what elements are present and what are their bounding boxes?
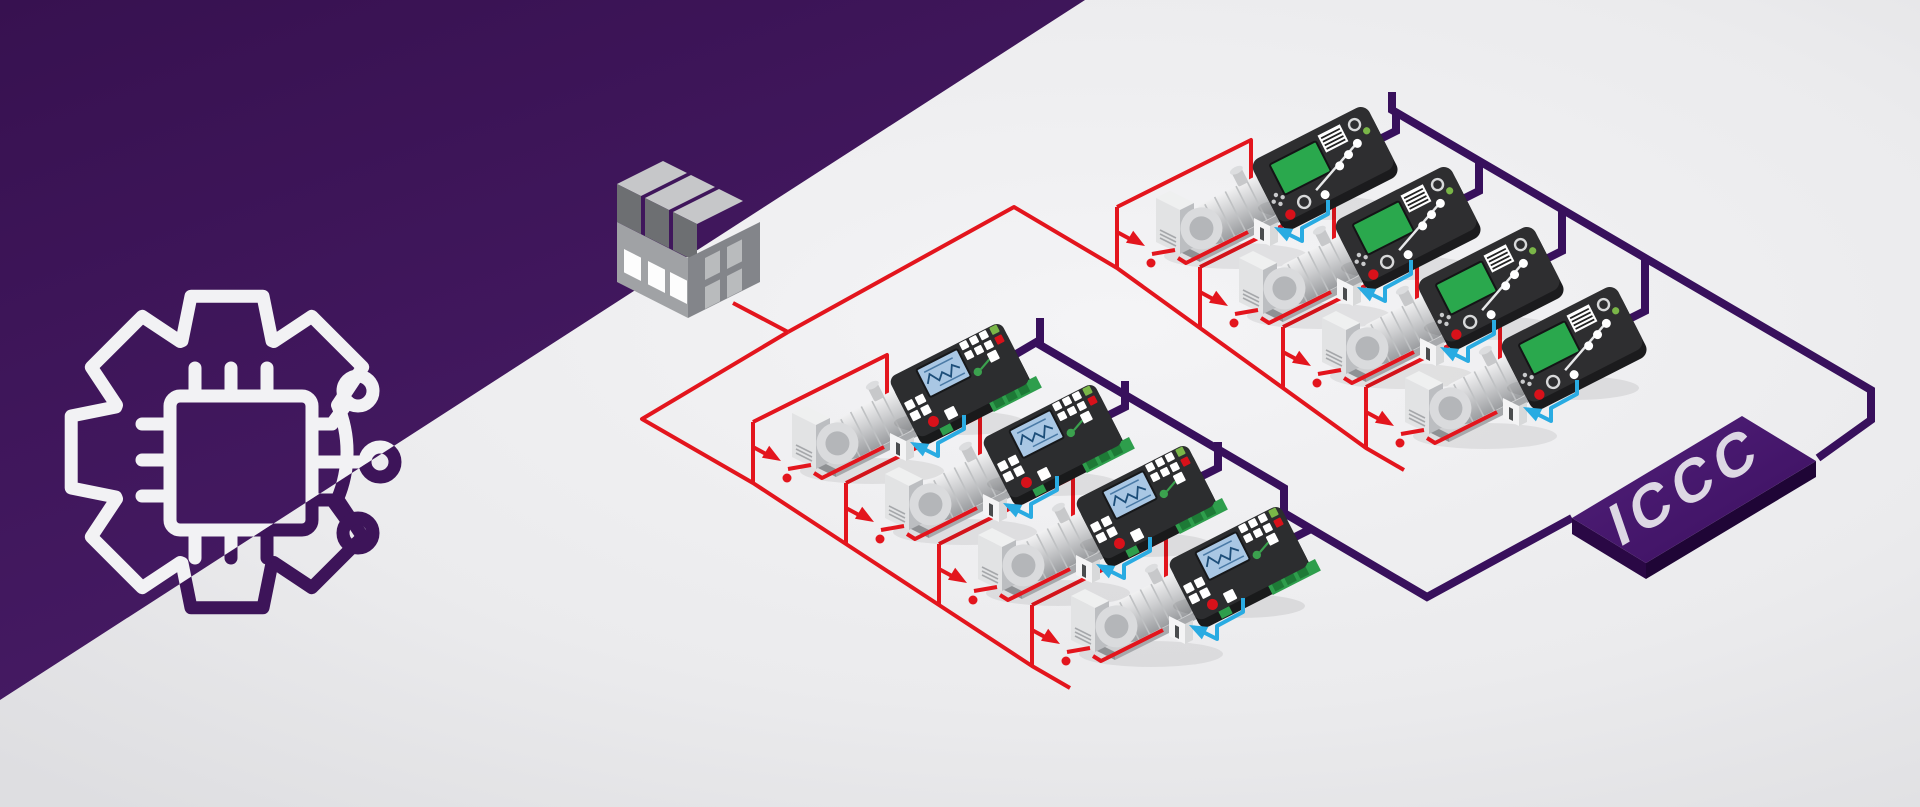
upper-bus-line — [1388, 92, 1875, 462]
mains-feed-line — [732, 301, 789, 334]
factory-icon — [617, 161, 760, 318]
can-bus-network — [1003, 92, 1875, 602]
